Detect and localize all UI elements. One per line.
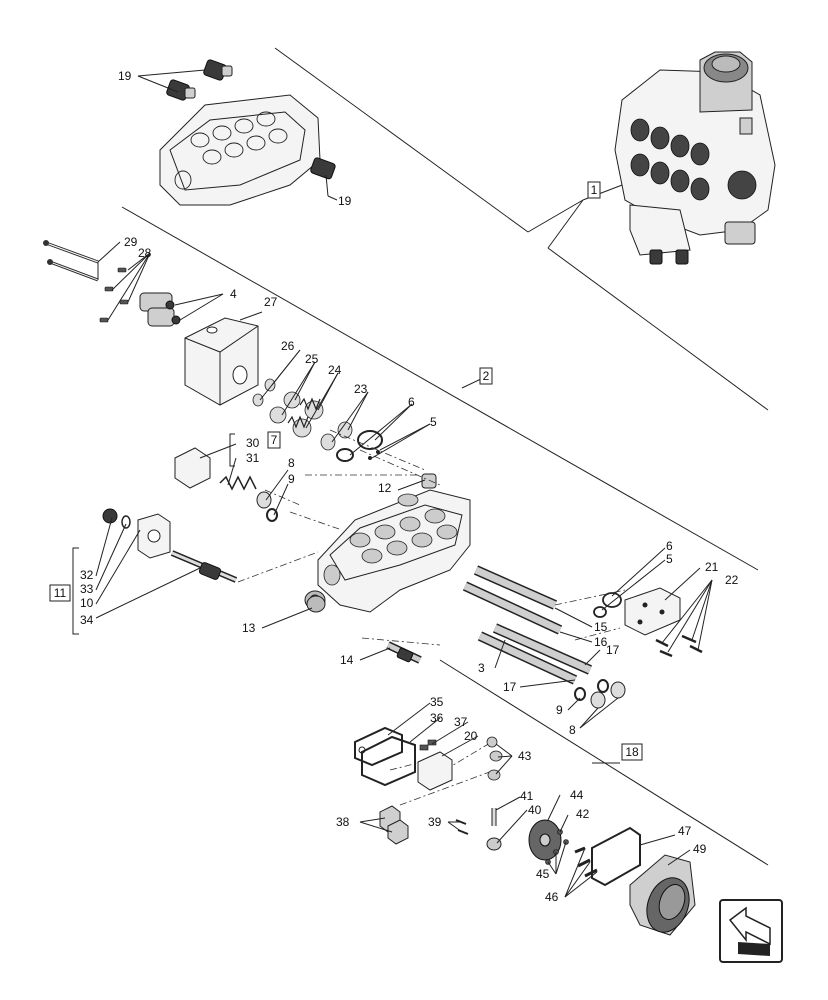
callout-14: 14 — [340, 653, 354, 667]
callout-25: 25 — [305, 352, 319, 366]
callout-9a: 9 — [288, 472, 295, 486]
leader-lines — [95, 69, 713, 898]
callout-21: 21 — [705, 560, 719, 574]
callout-20: 20 — [464, 729, 478, 743]
seals-9-8 — [574, 679, 626, 709]
callout-39: 39 — [428, 815, 442, 829]
lower-group-18 — [354, 726, 696, 936]
brackets — [72, 433, 235, 635]
callout-47: 47 — [678, 824, 692, 838]
callout-17a: 17 — [606, 643, 620, 657]
callout-41: 41 — [520, 789, 534, 803]
boxed-label-11: 11 — [49, 584, 71, 602]
boxed-label-1: 1 — [587, 181, 601, 199]
callout-26: 26 — [281, 339, 295, 353]
cap-30-spring-31 — [174, 447, 278, 522]
callout-45: 45 — [536, 867, 550, 881]
callout-42: 42 — [576, 807, 590, 821]
callout-5a: 5 — [430, 415, 437, 429]
callout-3: 3 — [478, 661, 485, 675]
callout-4: 4 — [230, 287, 237, 301]
springs-23-26 — [252, 378, 383, 462]
callout-35: 35 — [430, 695, 444, 709]
boxed-label-2-text: 2 — [483, 369, 490, 383]
callout-28: 28 — [138, 246, 152, 260]
callout-37: 37 — [454, 715, 468, 729]
callout-24: 24 — [328, 363, 342, 377]
callout-46: 46 — [545, 890, 559, 904]
callout-12: 12 — [378, 481, 392, 495]
callout-numbers: 19 19 29 28 4 27 26 25 24 23 6 5 30 31 8… — [80, 69, 739, 904]
bolts-29-28 — [43, 240, 129, 323]
callout-36: 36 — [430, 711, 444, 725]
callout-6b: 6 — [666, 539, 673, 553]
items-13-14 — [306, 595, 422, 664]
callout-6a: 6 — [408, 395, 415, 409]
spools — [462, 565, 593, 685]
cover-21 — [593, 587, 703, 658]
assembly-axis-lines — [237, 429, 626, 806]
callout-49: 49 — [693, 842, 707, 856]
boxed-label-1-text: 1 — [591, 183, 598, 197]
callout-30: 30 — [246, 436, 260, 450]
solenoids-4 — [139, 292, 181, 327]
callout-19b: 19 — [338, 194, 352, 208]
callout-44: 44 — [570, 788, 584, 802]
callout-15: 15 — [594, 620, 608, 634]
next-arrow-icon — [728, 906, 771, 956]
boxed-label-2: 2 — [479, 367, 493, 385]
callout-16: 16 — [594, 635, 608, 649]
callout-8a: 8 — [288, 456, 295, 470]
callout-17b: 17 — [503, 680, 517, 694]
callout-19a: 19 — [118, 69, 132, 83]
next-arrow-button[interactable] — [719, 899, 783, 963]
callout-34: 34 — [80, 613, 94, 627]
boxed-label-7-text: 7 — [271, 433, 278, 447]
callout-8b: 8 — [569, 723, 576, 737]
boxed-label-18: 18 — [621, 743, 643, 761]
callout-31: 31 — [246, 451, 260, 465]
end-block-27 — [184, 317, 259, 406]
callout-43: 43 — [518, 749, 532, 763]
callout-9b: 9 — [556, 703, 563, 717]
valve-assembly-main — [614, 51, 776, 265]
callout-13: 13 — [242, 621, 256, 635]
callout-32: 32 — [80, 568, 94, 582]
callout-29: 29 — [124, 235, 138, 249]
callout-27: 27 — [264, 295, 278, 309]
boxed-label-7: 7 — [267, 431, 281, 449]
valve-overview-small — [159, 59, 336, 206]
callout-38: 38 — [336, 815, 350, 829]
boxed-label-11-text: 11 — [54, 586, 67, 600]
boxed-label-18-text: 18 — [625, 745, 639, 759]
callout-10: 10 — [80, 596, 94, 610]
callout-40: 40 — [528, 803, 542, 817]
callout-23: 23 — [354, 382, 368, 396]
callout-5b: 5 — [666, 552, 673, 566]
items-32-33-10-34 — [102, 508, 238, 583]
valve-body-2 — [304, 473, 471, 613]
callout-33: 33 — [80, 582, 94, 596]
callout-22: 22 — [725, 573, 739, 587]
